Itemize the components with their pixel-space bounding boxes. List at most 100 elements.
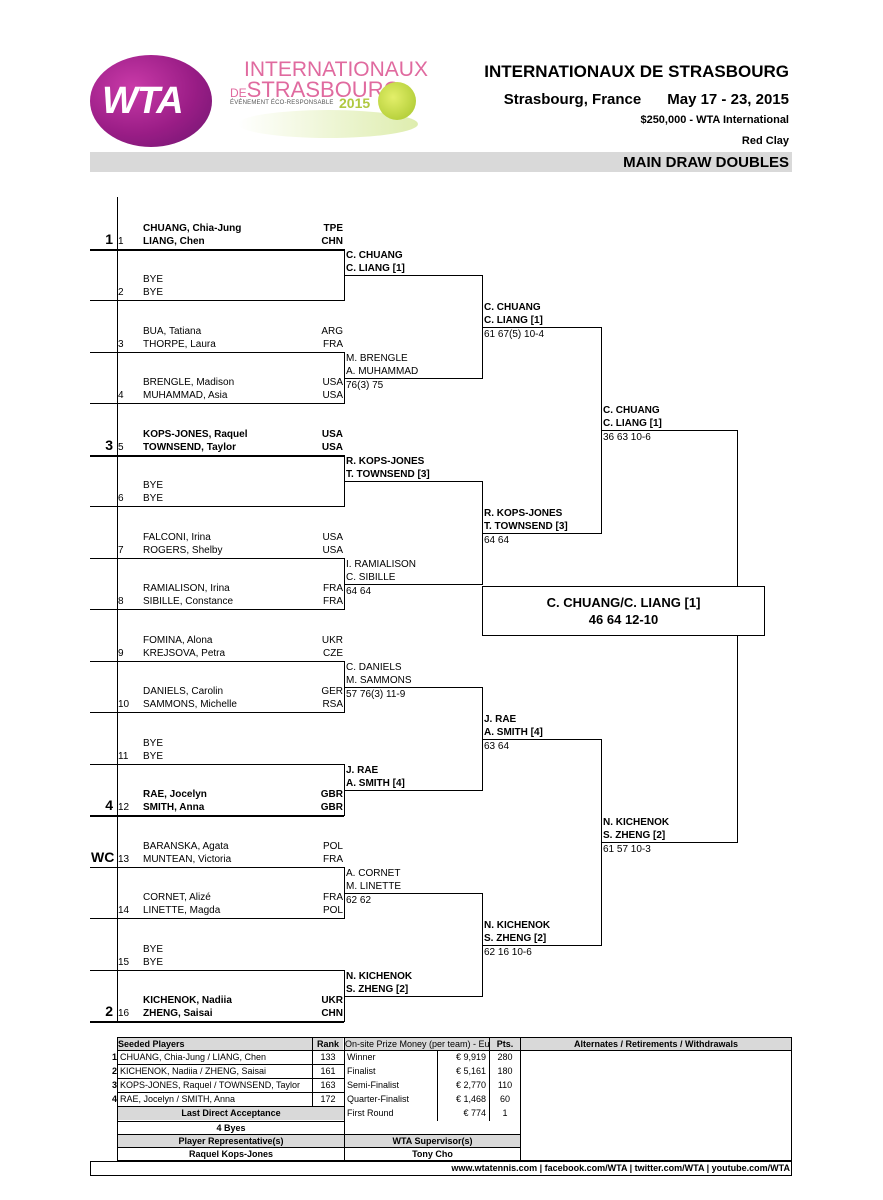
round2-line <box>344 790 482 791</box>
round2-score: 62 62 <box>346 895 372 906</box>
draw-line <box>90 661 344 662</box>
nationality-2: FRA <box>323 854 343 865</box>
nationality-2: CHN <box>321 236 343 247</box>
draw-line <box>90 764 344 765</box>
champion: C. CHUANG/C. LIANG [1] <box>546 595 701 610</box>
quarterfinal-line <box>482 945 601 946</box>
draw-number: 16 <box>118 1008 130 1019</box>
nationality-1: TPE <box>323 223 343 234</box>
draw-line <box>90 918 344 919</box>
round2-line <box>344 378 482 379</box>
round2-team-2: C. LIANG [1] <box>346 263 405 274</box>
final-result-box: C. CHUANG/C. LIANG [1] 46 64 12-10 <box>482 586 765 636</box>
seeded-rank: 133 <box>320 1052 336 1062</box>
semifinal-team-2: C. LIANG [1] <box>603 418 662 429</box>
nationality-2: FRA <box>323 339 343 350</box>
table-border <box>90 1161 792 1162</box>
draw-number: 2 <box>118 287 124 298</box>
draw-line <box>90 558 344 559</box>
player-1: BYE <box>143 480 164 491</box>
semifinal-team-1: N. KICHENOK <box>603 817 670 828</box>
table-line <box>437 1051 438 1121</box>
location: Strasbourg, France <box>503 91 642 108</box>
draw-line <box>90 712 344 713</box>
table-line <box>520 1037 521 1161</box>
prize-round: Quarter-Finalist <box>347 1094 410 1104</box>
player-1: RAMIALISON, Irina <box>143 583 230 594</box>
prize-money: € 2,770 <box>455 1080 486 1090</box>
nationality-1: POL <box>322 841 343 852</box>
nationality-1: ARG <box>321 326 343 337</box>
draw-line <box>90 403 344 404</box>
player-2: ZHENG, Saisai <box>143 1008 213 1019</box>
tournament-logo-line2: DESTRASBOURG <box>230 77 401 102</box>
prize-money: $250,000 - WTA International <box>640 114 789 126</box>
nationality-2: GBR <box>320 802 343 813</box>
round2-team-1: A. CORNET <box>346 868 401 879</box>
player-2: TOWNSEND, Taylor <box>143 442 236 453</box>
draw-number: 9 <box>118 648 124 659</box>
sup-header: WTA Supervisor(s) <box>345 1135 520 1147</box>
player-1: DANIELS, Carolin <box>143 686 224 697</box>
player-1: KOPS-JONES, Raquel <box>143 429 248 440</box>
table-line <box>117 1121 344 1122</box>
seed-label: 4 <box>105 797 113 813</box>
draw-number: 7 <box>118 545 124 556</box>
prize-header: On-site Prize Money (per team) - Eur <box>345 1038 490 1050</box>
nationality-2: RSA <box>322 699 343 710</box>
table-line <box>117 1134 520 1135</box>
player-1: RAE, Jocelyn <box>143 789 207 800</box>
prize-money: € 774 <box>463 1108 486 1118</box>
player-1: BYE <box>143 738 164 749</box>
player-2: SIBILLE, Constance <box>143 596 234 607</box>
seeded-team: CHUANG, Chia-Jung / LIANG, Chen <box>120 1052 267 1062</box>
table-line <box>117 1050 792 1051</box>
round2-team-1: C. DANIELS <box>346 662 402 673</box>
draw-number: 12 <box>118 802 130 813</box>
quarterfinal-score: 63 64 <box>484 741 510 752</box>
prize-points: 280 <box>497 1052 513 1062</box>
seeded-team: RAE, Jocelyn / SMITH, Anna <box>120 1094 236 1104</box>
table-line <box>117 1064 344 1065</box>
player-1: BYE <box>143 944 164 955</box>
lda-value: 4 Byes <box>216 1123 246 1133</box>
player-2: BYE <box>143 957 164 968</box>
round2-team-1: I. RAMIALISON <box>346 559 417 570</box>
nationality-2: USA <box>321 442 343 453</box>
round2-score: 76(3) 75 <box>346 380 384 391</box>
round2-team-1: M. BRENGLE <box>346 353 408 364</box>
seeded-header: Seeded Players <box>118 1038 312 1050</box>
quarterfinal-team-1: N. KICHENOK <box>484 920 551 931</box>
draw-line <box>90 815 344 817</box>
alternates-header: Alternates / Retirements / Withdrawals <box>521 1038 791 1050</box>
prize-round: Finalist <box>347 1066 376 1076</box>
seeded-rank: 163 <box>320 1080 336 1090</box>
round2-team-2: S. ZHENG [2] <box>346 984 409 995</box>
round2-team-2: C. SIBILLE <box>346 572 396 583</box>
player-2: THORPE, Laura <box>143 339 216 350</box>
table-border <box>117 1037 792 1038</box>
table-line <box>344 1037 345 1161</box>
round2-team-2: M. LINETTE <box>346 881 402 892</box>
table-line <box>117 1106 344 1107</box>
tournament-logo-line1: INTERNATIONAUX <box>244 58 428 81</box>
quarterfinal-team-1: J. RAE <box>484 714 517 725</box>
prize-money: € 5,161 <box>455 1066 486 1076</box>
seed-label: 3 <box>105 437 113 453</box>
table-border <box>90 1175 792 1176</box>
table-line <box>489 1037 490 1121</box>
rep-value: Raquel Kops-Jones <box>188 1149 273 1159</box>
round2-team-2: M. SAMMONS <box>346 675 412 686</box>
draw-title: MAIN DRAW DOUBLES <box>623 154 789 171</box>
nationality-2: FRA <box>323 596 343 607</box>
player-2: MUHAMMAD, Asia <box>143 390 228 401</box>
draw-line <box>90 970 344 971</box>
prize-points: 60 <box>499 1094 510 1104</box>
semifinal-team-2: S. ZHENG [2] <box>603 830 666 841</box>
sup-value: Tony Cho <box>412 1149 453 1159</box>
draw-line <box>90 352 344 353</box>
semifinal-line <box>601 842 737 843</box>
nationality-1: GER <box>321 686 343 697</box>
draw-number: 1 <box>118 236 124 247</box>
nationality-1: USA <box>322 377 343 388</box>
